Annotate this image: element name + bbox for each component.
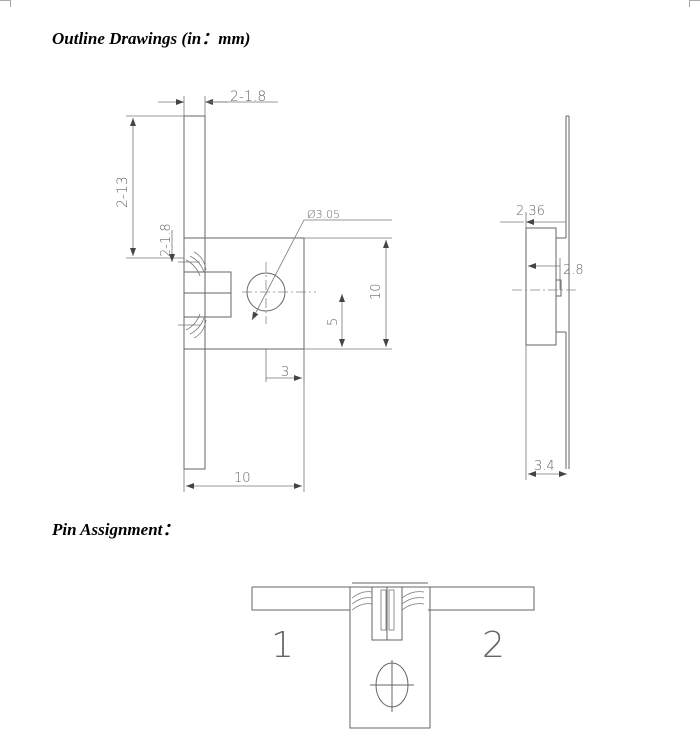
dim-hole-center-x: 3 <box>281 365 289 380</box>
dim-side-flange: 2.8 <box>563 263 584 278</box>
dim-body-width: 10 <box>234 471 251 486</box>
dim-side-base: 3.4 <box>534 459 555 474</box>
terminal-tab <box>183 271 232 318</box>
pin-1-label: 1 <box>271 625 294 666</box>
side-body <box>525 227 557 346</box>
side-view-drawing <box>500 115 576 480</box>
dim-hole-diameter: Ø3.05 <box>307 208 340 221</box>
front-view-drawing <box>126 96 392 492</box>
pin-assignment-heading: Pin Assignment： <box>52 520 180 539</box>
dim-lead-offset: 2-1.8 <box>159 223 174 257</box>
dim-hole-center-y: 5 <box>326 318 341 326</box>
pin-2-label: 2 <box>482 625 505 666</box>
pin-assignment-drawing <box>251 582 535 729</box>
page-corner-mark-left <box>0 0 11 7</box>
outline-drawings-heading: Outline Drawings (in：mm) <box>52 29 251 48</box>
page-corner-mark-right <box>689 0 700 7</box>
dim-body-height: 10 <box>369 283 384 300</box>
dim-side-total: 2.36 <box>516 204 545 219</box>
dim-lead-width: 2-1.8 <box>230 89 266 105</box>
dim-lead-length: 2-13 <box>115 176 131 208</box>
